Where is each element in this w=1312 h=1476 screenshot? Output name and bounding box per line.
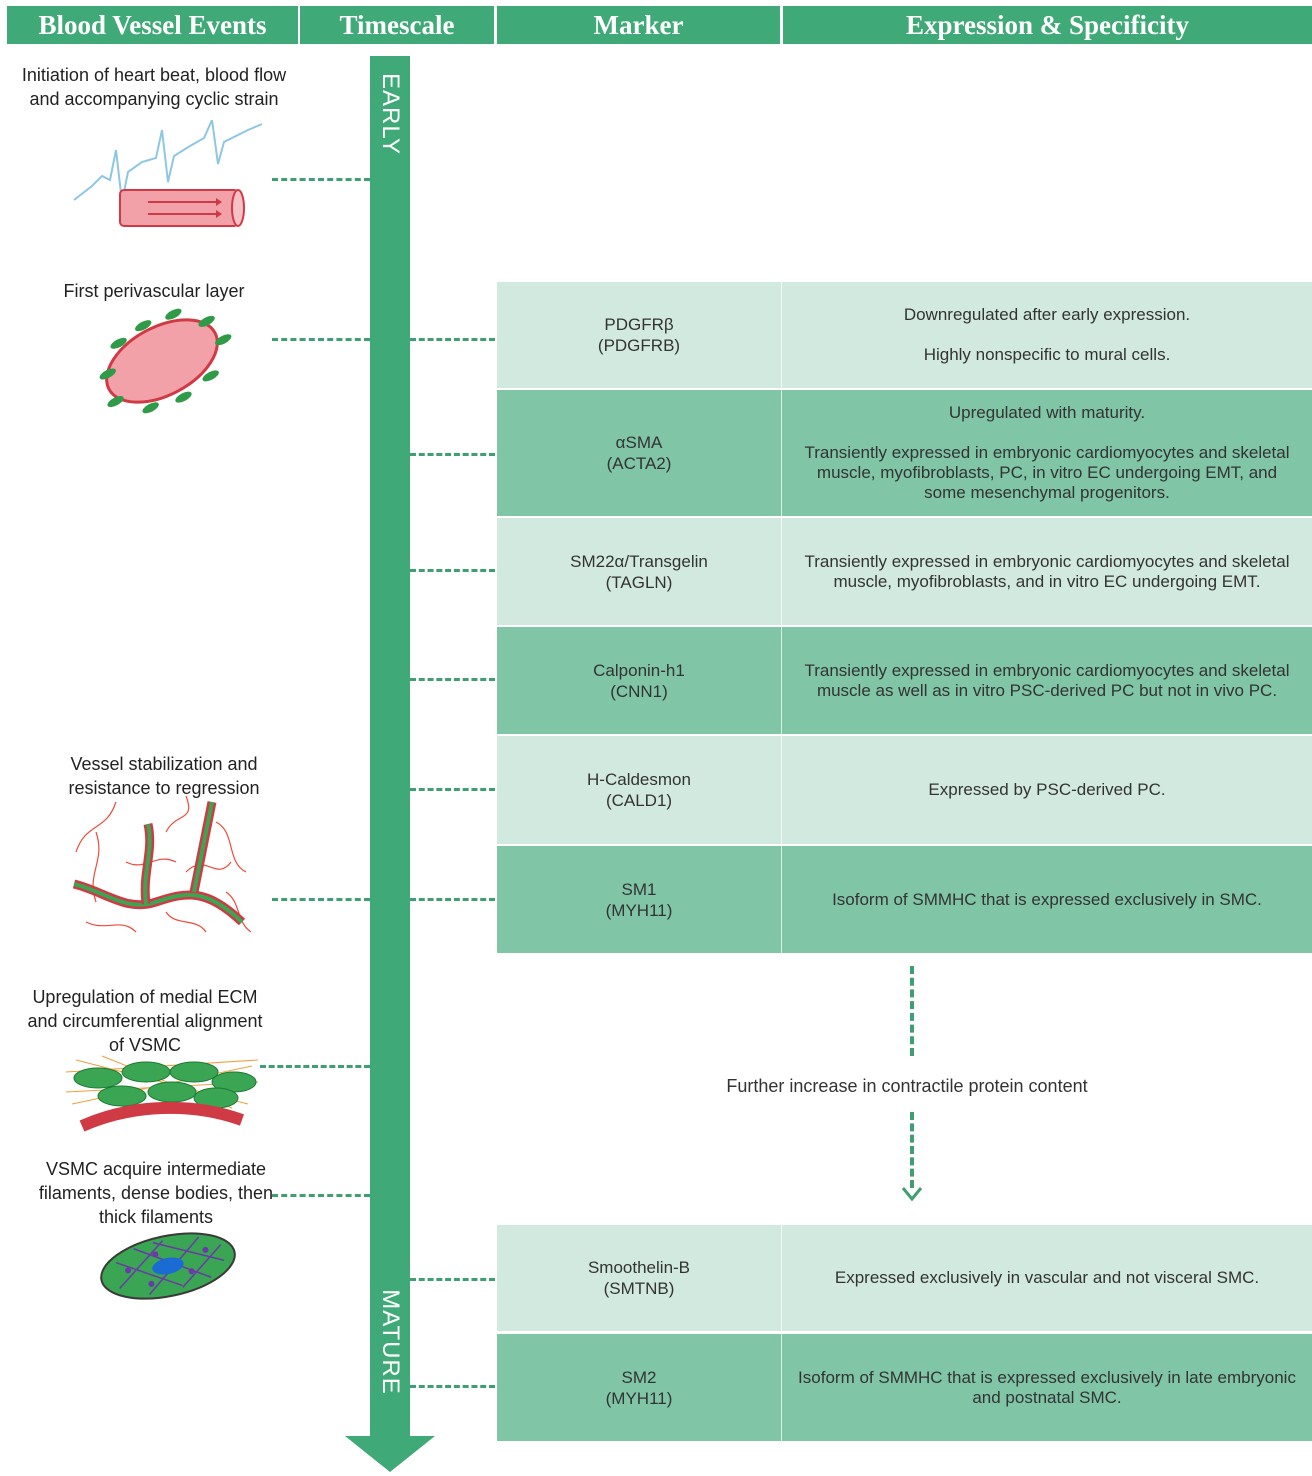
header-timescale: Timescale — [300, 6, 494, 44]
transition-dashed-line-top — [910, 966, 914, 1056]
expression-text: Upregulated with maturity. — [948, 403, 1146, 422]
expression-cell: Downregulated after early expression. Hi… — [781, 282, 1312, 388]
event-label-stabilization: Vessel stabilization and resistance to r… — [68, 754, 260, 798]
expression-text: Transiently expressed in embryonic cardi… — [804, 660, 1290, 700]
marker-cell: PDGFRβ (PDGFRB) — [497, 282, 781, 388]
connector-marker-pdgfrb — [410, 338, 495, 341]
connector-event-filaments — [272, 1194, 370, 1197]
expression-text: Expressed exclusively in vascular and no… — [834, 1268, 1260, 1287]
expression-text: Expressed by PSC-derived PC. — [928, 780, 1166, 799]
event-label-filaments: VSMC acquire intermediate filaments, den… — [38, 1159, 274, 1227]
timeline-early-label: EARLY — [377, 73, 404, 155]
expression-cell: Transiently expressed in embryonic cardi… — [781, 518, 1312, 625]
marker-row-asma: αSMA (ACTA2) Upregulated with maturity. … — [497, 390, 1312, 516]
expression-text: Downregulated after early expression. — [903, 305, 1191, 324]
marker-gene: (TAGLN) — [605, 572, 673, 592]
marker-gene: (MYH11) — [605, 900, 673, 920]
connector-event-heartbeat — [272, 178, 370, 181]
marker-row-caldesmon: H-Caldesmon (CALD1) Expressed by PSC-der… — [497, 736, 1312, 844]
marker-name: H-Caldesmon — [587, 770, 691, 789]
marker-gene: (CNN1) — [610, 681, 668, 701]
expression-text: Transiently expressed in embryonic cardi… — [804, 551, 1290, 591]
timeline-arrowhead — [345, 1436, 435, 1472]
connector-marker-calponin — [410, 678, 495, 681]
marker-name: SM1 — [621, 879, 657, 899]
expression-text: Highly nonspecific to mural cells. — [923, 345, 1171, 364]
marker-name: SM22α/Transgelin — [570, 551, 708, 571]
expression-cell: Upregulated with maturity. Transiently e… — [781, 390, 1312, 516]
connector-marker-caldesmon — [410, 788, 495, 791]
vsmc-cell-icon — [100, 1232, 236, 1300]
expression-cell: Expressed by PSC-derived PC. — [781, 736, 1312, 844]
marker-name: PDGFRβ — [604, 315, 674, 334]
marker-row-sm22a: SM22α/Transgelin (TAGLN) Transiently exp… — [497, 518, 1312, 625]
marker-gene: (PDGFRB) — [597, 336, 681, 355]
chevron-down-icon — [901, 1187, 923, 1202]
marker-row-sm2: SM2 (MYH11) Isoform of SMMHC that is exp… — [497, 1334, 1312, 1441]
expression-cell: Isoform of SMMHC that is expressed exclu… — [781, 846, 1312, 953]
expression-cell: Transiently expressed in embryonic cardi… — [781, 627, 1312, 734]
marker-cell: SM22α/Transgelin (TAGLN) — [497, 518, 781, 625]
header-expression: Expression & Specificity — [783, 6, 1312, 44]
expression-text: Isoform of SMMHC that is expressed exclu… — [798, 1367, 1296, 1407]
marker-cell: Smoothelin-B (SMTNB) — [497, 1225, 781, 1331]
marker-gene: (ACTA2) — [606, 454, 672, 473]
perivascular-layer-icon — [99, 308, 232, 414]
event-label-perivascular: First perivascular layer — [63, 281, 245, 301]
connector-event-perivascular — [272, 338, 370, 341]
marker-cell: SM1 (MYH11) — [497, 846, 781, 953]
marker-gene: (CALD1) — [605, 791, 673, 810]
timeline-arrow — [370, 56, 410, 1442]
aligned-vsmc-icon — [65, 1055, 259, 1132]
connector-marker-sm1 — [410, 898, 495, 901]
marker-name: Smoothelin-B — [587, 1258, 691, 1277]
marker-cell: H-Caldesmon (CALD1) — [497, 736, 781, 844]
marker-name: Calponin-h1 — [593, 660, 685, 680]
marker-row-calponin: Calponin-h1 (CNN1) Transiently expressed… — [497, 627, 1312, 734]
marker-gene: (MYH11) — [605, 1388, 673, 1408]
marker-cell: SM2 (MYH11) — [497, 1334, 781, 1441]
marker-row-pdgfrb: PDGFRβ (PDGFRB) Downregulated after earl… — [497, 282, 1312, 388]
connector-event-stabilization — [272, 898, 370, 901]
marker-gene: (SMTNB) — [603, 1279, 675, 1298]
connector-marker-sm22a — [410, 569, 495, 572]
marker-name: αSMA — [615, 433, 663, 452]
connector-marker-sm2 — [410, 1385, 495, 1388]
event-label-heartbeat: Initiation of heart beat, blood flow and… — [21, 65, 287, 109]
event-label-medial-ecm: Upregulation of medial ECM and circumfer… — [27, 987, 263, 1055]
timeline-mature-label: MATURE — [377, 1289, 404, 1395]
header-events: Blood Vessel Events — [7, 6, 298, 44]
expression-cell: Isoform of SMMHC that is expressed exclu… — [781, 1334, 1312, 1441]
marker-row-sm1: SM1 (MYH11) Isoform of SMMHC that is exp… — [497, 846, 1312, 953]
connector-marker-smoothelin — [410, 1278, 495, 1281]
heartbeat-vessel-icon — [73, 120, 263, 227]
marker-cell: Calponin-h1 (CNN1) — [497, 627, 781, 734]
connector-event-medial-ecm — [260, 1065, 370, 1068]
transition-text: Further increase in contractile protein … — [726, 1076, 1088, 1096]
expression-text: Isoform of SMMHC that is expressed exclu… — [832, 889, 1262, 909]
expression-cell: Expressed exclusively in vascular and no… — [781, 1225, 1312, 1331]
connector-marker-asma — [410, 453, 495, 456]
expression-text: Transiently expressed in embryonic cardi… — [804, 443, 1290, 502]
transition-dashed-line-bottom — [910, 1112, 914, 1188]
marker-name: SM2 — [621, 1367, 657, 1387]
marker-cell: αSMA (ACTA2) — [497, 390, 781, 516]
header-marker: Marker — [497, 6, 780, 44]
branching-vessels-icon — [72, 795, 252, 933]
marker-row-smoothelin: Smoothelin-B (SMTNB) Expressed exclusive… — [497, 1225, 1312, 1331]
